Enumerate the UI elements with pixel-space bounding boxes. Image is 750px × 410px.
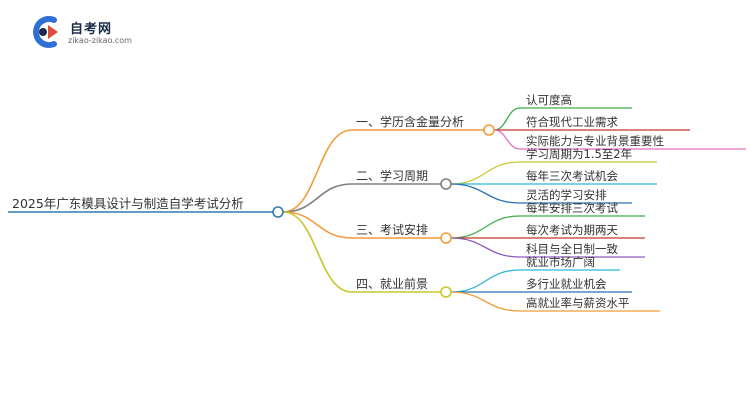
branch-label[interactable]: 二、学习周期: [356, 168, 428, 183]
branch-label[interactable]: 一、学历含金量分析: [356, 114, 464, 129]
root-node-circle[interactable]: [272, 206, 284, 218]
leaf-label[interactable]: 符合现代工业需求: [526, 115, 618, 129]
leaf-label[interactable]: 每次考试为期两天: [526, 223, 618, 237]
leaf-connector: [493, 107, 521, 131]
leaf-connector: [493, 129, 521, 150]
leaf-connector: [450, 161, 521, 185]
leaf-label[interactable]: 灵活的学习安排: [526, 188, 607, 202]
branch-label[interactable]: 四、就业前景: [356, 276, 428, 291]
branch-node-circle[interactable]: [440, 232, 452, 244]
leaf-label[interactable]: 多行业就业机会: [526, 277, 607, 291]
logo-mark-icon: [33, 16, 58, 48]
leaf-label[interactable]: 高就业率与薪资水平: [526, 296, 630, 310]
leaf-label[interactable]: 认可度高: [526, 93, 572, 107]
leaf-label[interactable]: 每年安排三次考试: [526, 201, 618, 215]
leaf-label[interactable]: 科目与全日制一致: [526, 242, 618, 256]
branch-node-circle[interactable]: [440, 286, 452, 298]
leaf-label[interactable]: 就业市场广阔: [526, 255, 595, 269]
leaf-label[interactable]: 每年三次考试机会: [526, 169, 618, 183]
root-label: 2025年广东模具设计与制造自学考试分析: [12, 196, 244, 211]
branch-connector: [282, 129, 353, 213]
branch-connector: [282, 183, 353, 213]
branch-connector: [282, 211, 353, 239]
logo-name: 自考网: [70, 22, 113, 37]
branch-node-circle[interactable]: [483, 124, 495, 136]
branch-label[interactable]: 三、考试安排: [356, 222, 428, 237]
logo-url: zikao-zikao.com: [68, 36, 132, 45]
leaf-label[interactable]: 实际能力与专业背景重要性: [526, 134, 664, 148]
branch-connector: [282, 211, 353, 293]
branch-node-circle[interactable]: [440, 178, 452, 190]
site-logo[interactable]: 自考网 zikao-zikao.com: [28, 14, 148, 54]
leaf-connector: [450, 291, 521, 312]
leaf-connector: [450, 237, 521, 258]
leaf-connector: [450, 269, 521, 293]
leaf-connector: [450, 215, 521, 239]
leaf-connector: [450, 183, 521, 204]
leaf-label[interactable]: 学习周期为1.5至2年: [526, 147, 632, 161]
